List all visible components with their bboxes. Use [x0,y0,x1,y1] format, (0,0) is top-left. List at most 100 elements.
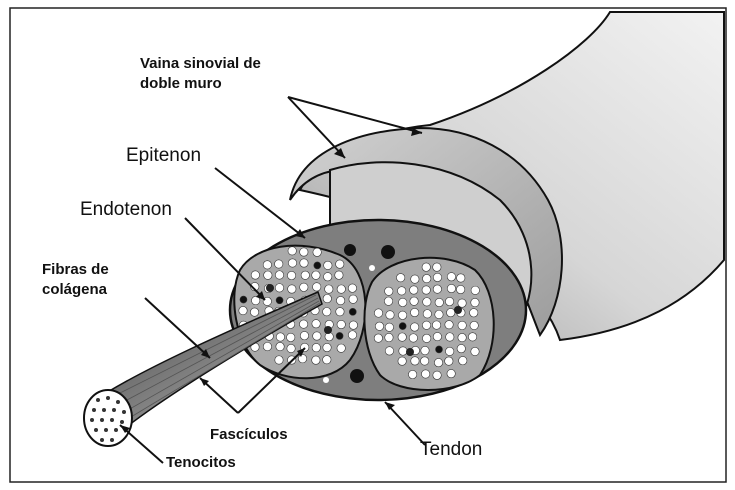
fibril-dot [275,271,283,279]
fibril-dot [459,356,467,364]
fibril-dot [433,332,441,340]
fibril-dot [433,285,441,293]
fibril-dot [288,285,296,293]
fibril-dot [423,298,431,306]
fibril-dot [432,321,440,329]
fibril-dot [313,332,321,340]
label-fibers-line1: Fibras de [42,262,109,278]
fibril-dot [375,322,383,330]
fibril-dot [409,334,417,342]
fibril-dot [275,260,283,268]
fibril-dot [470,321,478,329]
fibril-dot [325,285,333,293]
fibril-dot [323,343,331,351]
fibril-dot [336,296,344,304]
fibril-dot [411,357,419,365]
fibril-dot [447,284,455,292]
tenocyte-dot [336,332,343,339]
fibril-dot [275,284,283,292]
tenocyte-dot [314,262,321,269]
fibril-dot [287,344,295,352]
fibril-dot [323,356,331,364]
fibril-dot [471,347,479,355]
fibril-dot [324,261,332,269]
fibril-dot [336,260,344,268]
fibril-dot [445,347,453,355]
label-epitenon: Epitenon [126,146,201,166]
tenocyte-dot [436,346,443,353]
fibril-dot [300,248,308,256]
fibril-dot [433,263,441,271]
fibril-dot [263,261,271,269]
fibril-dot [276,333,284,341]
fibril-dot [348,284,356,292]
label-sheath-line2: doble muro [140,76,222,92]
tenocyte-dot [349,308,356,315]
fibril-dot [470,309,478,317]
fibril-dot [298,354,306,362]
fibril-dot [335,271,343,279]
fibril-dot [410,297,418,305]
fibril-dot [422,286,430,294]
fibril-dot [337,285,345,293]
fibril-dot [421,346,429,354]
tenocyte-dot [399,323,406,330]
fibril-dot [410,323,418,331]
fibril-dot [410,308,418,316]
fibril-dot [348,331,356,339]
fibril-dot [386,311,394,319]
fibril-dot [385,333,393,341]
fibril-dot [396,274,404,282]
fibril-dot [287,271,295,279]
fibril-dot [457,344,465,352]
label-tendon: Tendon [420,440,482,460]
tenocyte-dot [240,296,247,303]
fibril-dot [399,347,407,355]
fibril-dot [349,321,357,329]
tendon-leader [385,402,425,445]
fibril-dot [445,321,453,329]
fibril-dot [300,331,308,339]
fibril-dot [336,308,344,316]
fibril-dot [313,248,321,256]
epitenon-leader [215,168,305,238]
fibril-dot [447,273,455,281]
fibril-dot [421,370,429,378]
fibril-dot [288,259,296,267]
fibril-dot [423,310,431,318]
label-tenocitos: Tenocitos [166,455,236,471]
fibril-dot [323,294,331,302]
fibril-dot [300,283,308,291]
fibril-dot [458,321,466,329]
fibril-dot [385,347,393,355]
fibril-dot [446,333,454,341]
fibril-dot [385,287,393,295]
fibril-dot [312,356,320,364]
fibril-dot [398,357,406,365]
fibril-dot [324,273,332,281]
fibril-dot [411,275,419,283]
fibril-dot [445,357,453,365]
sheath-leader-2 [288,97,422,133]
fibril-dot [264,271,272,279]
fibril-dot [385,323,393,331]
fibril-dot [435,310,443,318]
fibril-dot [398,311,406,319]
fibril-dot [471,298,479,306]
fibril-dot [458,333,466,341]
fibril-dot [420,357,428,365]
fibril-dot [337,320,345,328]
fibril-dot [408,370,416,378]
fibril-dot [251,271,259,279]
label-endotenon: Endotenon [80,200,172,220]
fibril-dot [434,358,442,366]
label-fibers-line2: colágena [42,282,107,298]
fibril-dot [263,342,271,350]
fibril-dot [468,333,476,341]
fibril-dot [445,297,453,305]
fibril-dot [301,271,309,279]
fibril-dot [374,309,382,317]
fibril-dot [423,274,431,282]
